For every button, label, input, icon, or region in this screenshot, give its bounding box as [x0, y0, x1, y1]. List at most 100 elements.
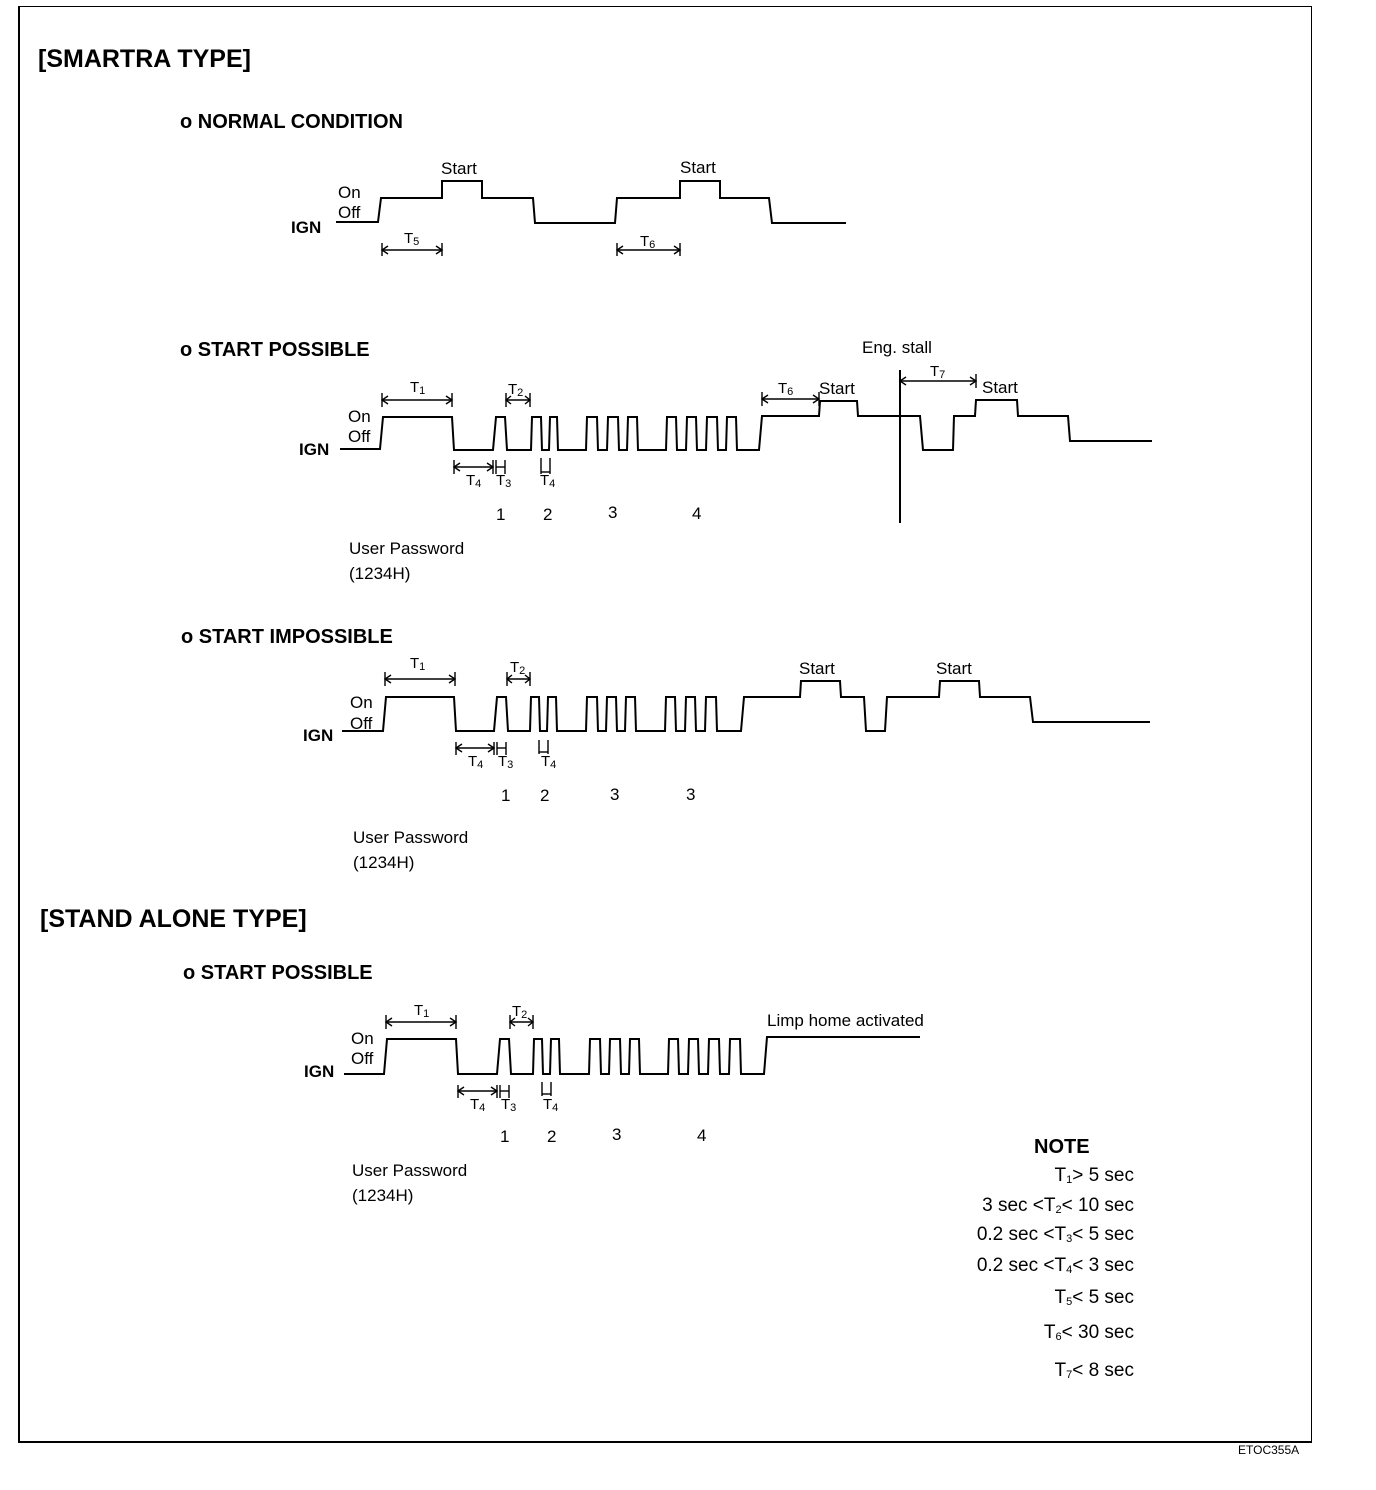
possible-stall-label: Eng. stall: [862, 338, 932, 357]
note-row: T5< 5 sec: [900, 1288, 1134, 1308]
dim-t4-impossible-b: [538, 740, 549, 754]
dim-t4-impossible-a: [454, 742, 496, 755]
possible-digit-3: 3: [608, 503, 618, 522]
dim-t6-possible: [760, 392, 821, 406]
note-row-symbol: T: [1054, 1165, 1067, 1186]
dim-t1-possible: [380, 393, 454, 407]
impossible-t2-label: T2: [510, 659, 526, 677]
note-row: 3 sec <T2< 10 sec: [900, 1196, 1134, 1216]
standalone-limp-label: Limp home activated: [767, 1011, 924, 1030]
standalone-off-label: Off: [351, 1049, 374, 1068]
diagram-frame: [18, 6, 1312, 1443]
possible-digit-1: 1: [496, 505, 506, 524]
dim-t1-standalone: [384, 1015, 458, 1029]
impossible-t3-label: T3: [498, 753, 514, 771]
note-row-subscript: 3: [1066, 1233, 1073, 1245]
impossible-t4a-label: T4: [468, 753, 484, 771]
impossible-on-label: On: [350, 693, 373, 712]
normal-title: o NORMAL CONDITION: [180, 111, 403, 133]
note-row: T6< 30 sec: [900, 1323, 1134, 1343]
standalone-title: o START POSSIBLE: [183, 962, 373, 984]
note-row-limit: < 10 sec: [1061, 1195, 1134, 1216]
possible-t1-label: T1: [410, 379, 426, 397]
possible-t6-label: T6: [778, 380, 794, 398]
note-row-subscript: 1: [1066, 1174, 1073, 1186]
note-row-symbol: T: [1054, 1287, 1067, 1308]
possible-t2-label: T2: [508, 381, 524, 399]
note-row-symbol: T: [1043, 1195, 1056, 1216]
impossible-start-1: Start: [799, 659, 835, 678]
possible-title: o START POSSIBLE: [180, 339, 370, 361]
note-row-symbol: T: [1054, 1255, 1067, 1276]
note-row: 0.2 sec <T3< 5 sec: [900, 1225, 1134, 1245]
possible-t4b-label: T4: [540, 472, 556, 490]
dim-t7-possible: [898, 374, 978, 388]
dim-t3-possible: [495, 460, 506, 474]
note-row-limit: > 5 sec: [1072, 1165, 1134, 1186]
note-row-symbol: T: [1054, 1224, 1067, 1245]
impossible-title: o START IMPOSSIBLE: [181, 626, 393, 648]
normal-t6-label: T6: [640, 233, 656, 251]
dim-t4-possible-a: [452, 460, 495, 474]
impossible-t1-label: T1: [410, 655, 426, 673]
possible-digit-2: 2: [543, 505, 553, 524]
impossible-digit-1: 1: [501, 786, 511, 805]
impossible-start-2: Start: [936, 659, 972, 678]
standalone-t1-label: T1: [414, 1002, 430, 1020]
normal-off-label: Off: [338, 203, 361, 222]
note-row: T7< 8 sec: [900, 1361, 1134, 1381]
note-row-limit: < 3 sec: [1072, 1255, 1134, 1276]
note-row-subscript: 4: [1066, 1264, 1073, 1276]
possible-t3-label: T3: [496, 472, 512, 490]
note-row-min: 0.2 sec <: [976, 1224, 1055, 1245]
dim-t1-impossible: [383, 672, 457, 686]
section-title-standalone: [STAND ALONE TYPE]: [40, 905, 307, 933]
note-row-subscript: 7: [1066, 1369, 1073, 1381]
note-row-symbol: T: [1054, 1360, 1067, 1381]
normal-ign-label: IGN: [291, 218, 322, 237]
note-row-subscript: 5: [1066, 1296, 1073, 1308]
possible-t4a-label: T4: [466, 472, 482, 490]
note-row-limit: < 5 sec: [1072, 1224, 1134, 1245]
impossible-off-label: Off: [350, 714, 373, 733]
impossible-password-value: (1234H): [353, 853, 415, 872]
dim-t3-impossible: [496, 742, 507, 755]
note-row-limit: < 8 sec: [1072, 1360, 1134, 1381]
standalone-password-label: User Password: [352, 1161, 468, 1180]
dim-t2-possible: [504, 393, 532, 407]
impossible-digit-2: 2: [540, 786, 550, 805]
possible-t7-label: T7: [930, 363, 946, 381]
normal-start-1: Start: [441, 159, 477, 178]
standalone-t4a-label: T4: [470, 1096, 486, 1114]
impossible-ign-waveform: [342, 680, 1150, 732]
normal-start-2: Start: [680, 158, 716, 177]
possible-digit-4: 4: [692, 504, 702, 523]
dim-t2-impossible: [505, 672, 532, 686]
normal-on-label: On: [338, 183, 361, 202]
note-row-subscript: 6: [1055, 1331, 1062, 1343]
possible-on-label: On: [348, 407, 371, 426]
note-row-symbol: T: [1043, 1322, 1056, 1343]
standalone-t4b-label: T4: [543, 1096, 559, 1114]
dim-t5-normal: [380, 243, 444, 256]
standalone-digit-2: 2: [547, 1127, 557, 1146]
dim-t6-normal: [615, 243, 682, 256]
standalone-password-value: (1234H): [352, 1186, 414, 1205]
section-title-smartra: [SMARTRA TYPE]: [38, 45, 251, 73]
dim-t3-standalone: [499, 1085, 510, 1098]
standalone-ign-waveform: [344, 1036, 920, 1075]
possible-ign-waveform: [340, 399, 1152, 451]
standalone-digit-1: 1: [500, 1127, 510, 1146]
dim-t4-possible-b: [540, 458, 551, 474]
note-row-min: 3 sec <: [982, 1195, 1044, 1216]
dim-t4-standalone-b: [541, 1082, 552, 1096]
standalone-t3-label: T3: [501, 1096, 517, 1114]
standalone-on-label: On: [351, 1029, 374, 1048]
note-row-limit: < 30 sec: [1061, 1322, 1134, 1343]
dim-t4-standalone-a: [456, 1085, 499, 1098]
standalone-digit-4: 4: [697, 1126, 707, 1145]
possible-password-value: (1234H): [349, 564, 411, 583]
standalone-digit-3: 3: [612, 1125, 622, 1144]
dim-t2-standalone: [508, 1015, 535, 1029]
